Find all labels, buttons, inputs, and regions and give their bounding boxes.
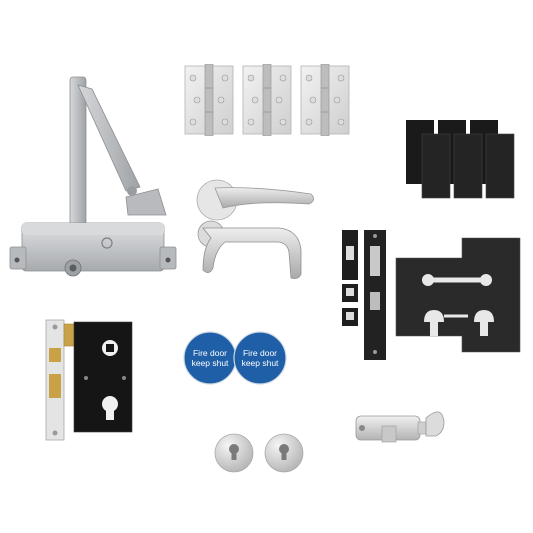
fire-door-sign-pair-icon: Fire door keep shut Fire door keep shut xyxy=(183,331,287,385)
escutcheon-pair-icon xyxy=(214,433,304,473)
fire-door-sign-left: Fire door keep shut xyxy=(183,331,237,385)
strike-plate-icon xyxy=(342,230,386,360)
butt-hinge-set-icon xyxy=(184,64,350,136)
door-closer-icon xyxy=(9,76,177,277)
sash-lock-icon xyxy=(45,319,133,441)
sign-left-line1: Fire door xyxy=(193,348,227,358)
fire-door-sign-right: Fire door keep shut xyxy=(233,331,287,385)
sign-right-line2: keep shut xyxy=(242,358,279,368)
intumescent-pad-icon xyxy=(406,120,515,199)
sign-left-line2: keep shut xyxy=(192,358,229,368)
euro-cylinder-icon xyxy=(355,411,445,443)
intumescent-lock-kit-icon xyxy=(395,237,521,353)
lever-handle-icon xyxy=(196,179,314,279)
sign-right-line1: Fire door xyxy=(243,348,277,358)
